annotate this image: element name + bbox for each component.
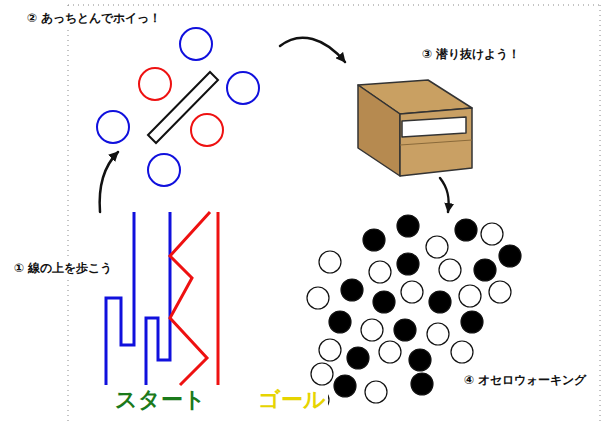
walking-lines [106,212,218,385]
jump-circles [97,28,259,186]
flow-arrow [280,38,345,62]
start-label: スタート [113,387,208,413]
station-caption: ④ オセロウォーキング [462,372,588,388]
station-area: ③ 潜り抜けよう！ [345,62,475,178]
station-area: ① 線の上を歩こう [95,212,225,388]
flow-arrow [440,178,449,212]
station-caption: ② あっちとんでホイっ！ [25,10,163,26]
flow-arrow [100,152,118,212]
dotted-frame [68,5,600,421]
station-caption: ③ 潜り抜けよう！ [420,46,522,62]
goal-label: ゴール [256,387,328,413]
station-caption: ① 線の上を歩こう [12,260,114,276]
station-area: ② あっちとんでホイっ！ [95,26,280,152]
tunnel-box [358,80,472,176]
station-area: ④ オセロウォーキング [305,212,527,412]
